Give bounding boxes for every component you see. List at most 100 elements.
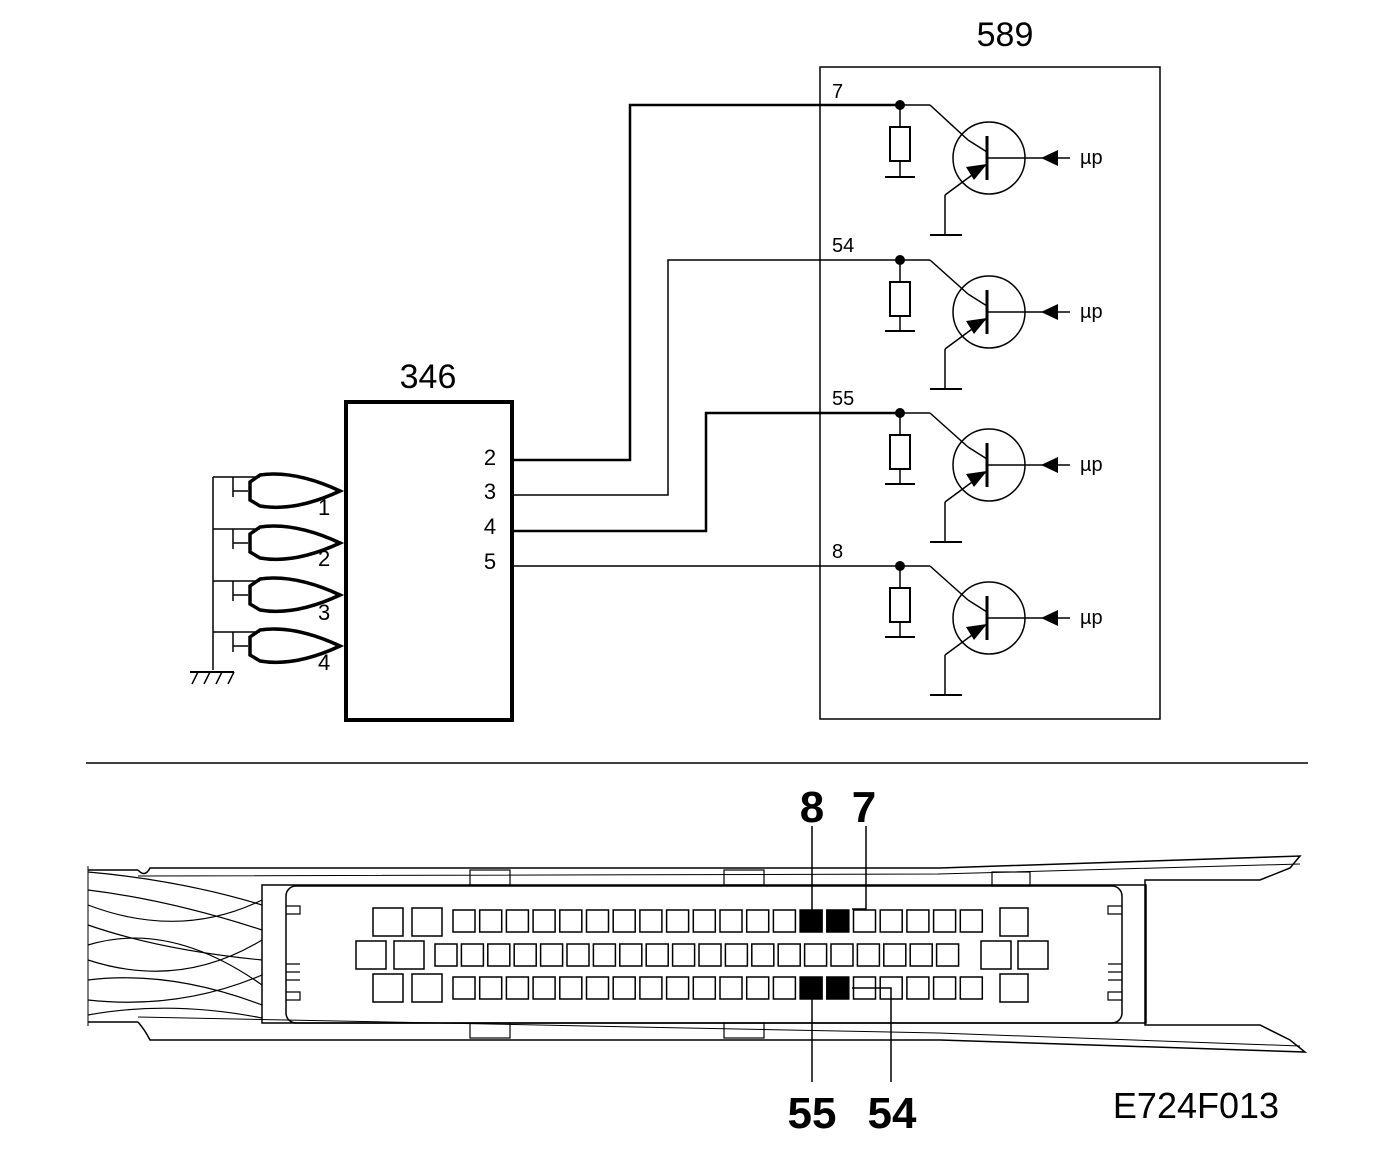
sensor-unit-pin-3: 3 (484, 479, 496, 504)
pin (772, 909, 797, 933)
sensor-unit-label: 346 (400, 358, 457, 396)
ecu-channel-8: 8 µp (832, 541, 1103, 696)
pin (411, 907, 443, 937)
ecu-box (819, 66, 1161, 720)
signal-arrow-icon (1041, 150, 1058, 166)
pin (487, 943, 511, 967)
resistor-icon (889, 434, 911, 470)
pin (959, 976, 984, 1000)
figure-code: E724F013 (1113, 1085, 1279, 1126)
pin (559, 976, 583, 1000)
pin (592, 943, 617, 967)
pin (772, 976, 797, 1000)
wire-pin3-to-54 (512, 259, 900, 496)
pin (745, 976, 770, 1000)
ecu-pin-label: 7 (832, 81, 843, 103)
pin (906, 909, 930, 933)
pin (719, 909, 743, 933)
pin (478, 976, 503, 1000)
sensor-group: 1 2 3 4 (190, 472, 345, 685)
signal-arrow-icon (1041, 610, 1058, 626)
signal-label: µp (1080, 301, 1103, 323)
ecu-589: 589 7 µp 54 (819, 16, 1161, 720)
pin (803, 943, 828, 967)
pin (980, 940, 1012, 970)
pin (639, 976, 663, 1000)
cable-bundle (87, 871, 263, 1019)
sensor-icon (248, 472, 345, 510)
wire-pin2-to-7 (512, 103, 900, 462)
sensor-unit-box (344, 400, 514, 722)
ecu-pin-label: 54 (832, 235, 854, 257)
pin (532, 976, 556, 1000)
pin (698, 943, 722, 967)
pin (559, 909, 583, 933)
pin (639, 909, 663, 933)
pin-highlighted (826, 909, 850, 933)
pin (539, 943, 564, 967)
pin (852, 909, 877, 933)
pin (665, 909, 690, 933)
pin (1017, 940, 1049, 970)
pin-callouts (811, 826, 892, 1082)
sensor-unit-346: 346 2 3 4 5 (344, 358, 514, 722)
pin (856, 943, 881, 967)
wire-pin4-to-55 (512, 411, 900, 533)
ecu-channel-7: 7 µp (832, 81, 1103, 236)
pin (999, 907, 1029, 937)
emitter-arrow-icon (966, 471, 987, 487)
pin-highlighted (826, 976, 850, 1000)
pin (478, 909, 503, 933)
emitter-arrow-icon (966, 164, 987, 180)
ecu-channel-54: 54 µp (832, 235, 1103, 390)
pin (999, 973, 1029, 1003)
pin (692, 976, 717, 1000)
sensor-icon (248, 524, 345, 562)
pin (777, 943, 801, 967)
callout-pin-8: 8 (800, 783, 824, 832)
latch-notches (286, 905, 1122, 1001)
pin (935, 943, 960, 967)
pin (452, 909, 476, 933)
sensor-3: 3 (213, 576, 345, 625)
pin (645, 943, 669, 967)
pin (505, 976, 530, 1000)
sensor-unit-pin-4: 4 (484, 514, 496, 539)
pin (751, 943, 775, 967)
signal-label: µp (1080, 607, 1103, 629)
sensor-icon (248, 576, 345, 614)
resistor-icon (889, 126, 911, 162)
pin (434, 943, 458, 967)
pin (692, 909, 717, 933)
callout-pin-55: 55 (788, 1089, 837, 1138)
signal-label: µp (1080, 147, 1103, 169)
sensor-number: 2 (318, 546, 330, 571)
sensor-icon (248, 627, 345, 665)
sensor-number: 4 (318, 650, 330, 675)
pin (372, 973, 404, 1003)
pin (585, 976, 610, 1000)
connector-housing (87, 855, 1308, 1053)
pin (460, 943, 485, 967)
pin (393, 940, 425, 970)
sensor-2: 2 (213, 524, 345, 571)
pin (532, 909, 556, 933)
pin (513, 943, 537, 967)
signal-arrow-icon (1041, 304, 1058, 320)
pin (505, 909, 530, 933)
sensor-unit-pin-5: 5 (484, 549, 496, 574)
pin (566, 943, 590, 967)
pin (612, 976, 636, 1000)
pin (372, 907, 404, 937)
pin (355, 940, 387, 970)
ecu-pin-label: 8 (832, 541, 843, 563)
pin (745, 909, 770, 933)
ecu-channel-55: 55 µp (832, 388, 1103, 543)
pin (671, 943, 696, 967)
pin-highlighted (799, 909, 823, 933)
ground-icon (190, 671, 235, 685)
signal-label: µp (1080, 454, 1103, 476)
pin (612, 909, 636, 933)
sensor-number: 3 (318, 600, 330, 625)
